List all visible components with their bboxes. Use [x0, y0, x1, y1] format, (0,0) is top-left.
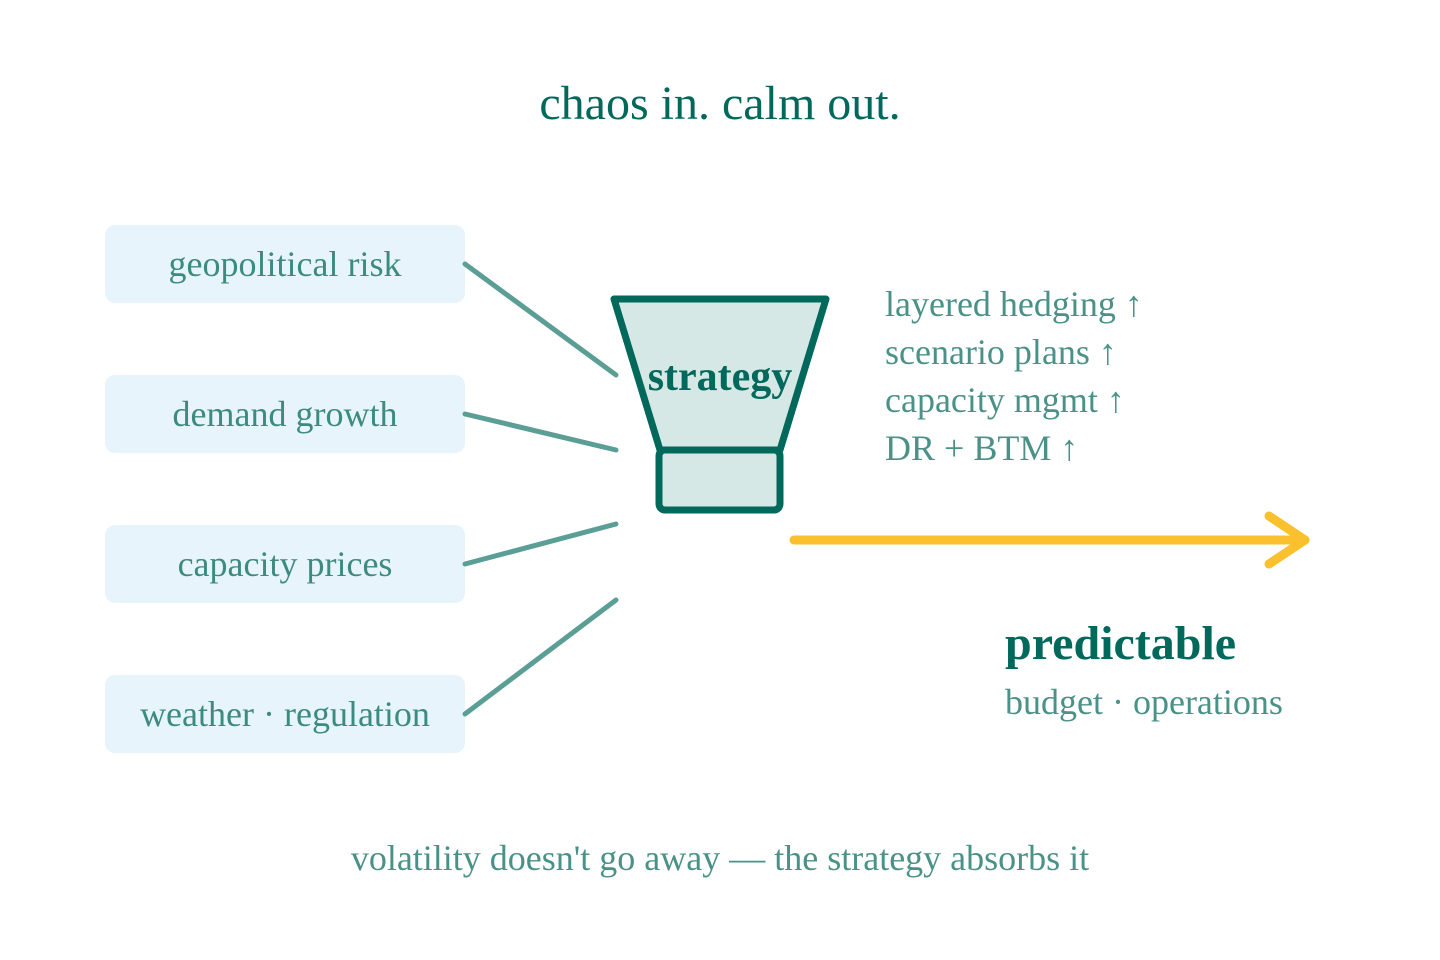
input-box-demand-growth: demand growth	[105, 375, 465, 453]
outcome-subtitle: budget · operations	[1005, 682, 1283, 722]
diagram-title: chaos in. calm out.	[539, 77, 901, 130]
connector-line-1	[462, 261, 619, 378]
connector-line-4	[462, 597, 619, 717]
input-box-capacity-prices: capacity prices	[105, 525, 465, 603]
output-arrow-head	[1264, 511, 1310, 569]
footer-caption: volatility doesn't go away — the strateg…	[350, 838, 1090, 878]
funnel-label: strategy	[648, 354, 793, 400]
lever-item: DR + BTM ↑	[885, 428, 1079, 468]
input-box-geopolitical-risk: geopolitical risk	[105, 225, 465, 303]
connector-line-2	[462, 411, 619, 453]
lever-item: capacity mgmt ↑	[885, 380, 1125, 420]
connector-line-3	[462, 521, 619, 567]
input-box-weather-regulation: weather · regulation	[105, 675, 465, 753]
funnel-spout	[655, 446, 784, 514]
lever-item: scenario plans ↑	[885, 332, 1117, 372]
lever-item: layered hedging ↑	[885, 284, 1143, 324]
input-label: weather · regulation	[140, 694, 430, 734]
input-label: capacity prices	[177, 544, 393, 584]
input-label: demand growth	[172, 394, 398, 434]
strategy-levers: layered hedging ↑ scenario plans ↑ capac…	[885, 280, 1143, 472]
input-label: geopolitical risk	[168, 244, 402, 284]
outcome-title: predictable	[1005, 617, 1237, 670]
